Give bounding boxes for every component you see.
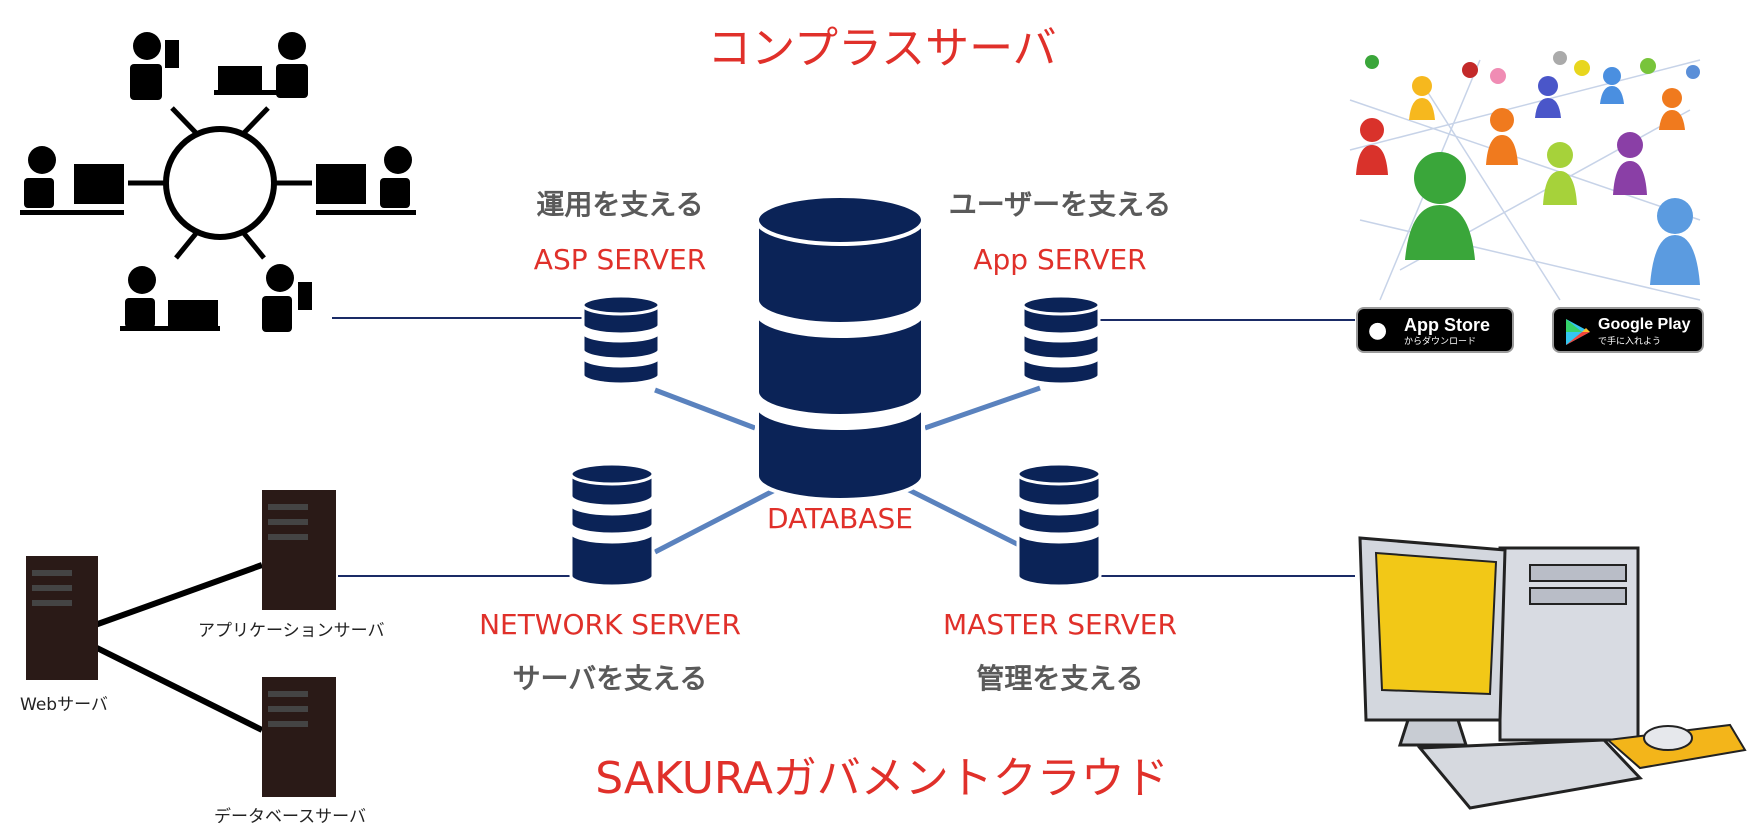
asp-server-label: ASP SERVER [533, 243, 707, 276]
users-crowd-illustration [1349, 51, 1701, 301]
apple-icon: ● [1368, 318, 1388, 343]
database-label: DATABASE [767, 502, 913, 535]
server-network-icon [26, 490, 336, 797]
network-server-icon [569, 462, 655, 588]
database-icon [755, 194, 925, 502]
master-role-label: 管理を支える [976, 662, 1144, 695]
app-db-link [924, 385, 1041, 431]
user-network-icon [20, 32, 416, 332]
title-bottom: SAKURAガバメントクラウド [595, 753, 1169, 804]
application-server-label: アプリケーションサーバ [198, 621, 385, 641]
asp-server-icon [581, 294, 661, 386]
google-play-badge[interactable]: Google Play で手に入れよう [1552, 307, 1704, 353]
app-store-title: App Store [1404, 315, 1491, 335]
title-top: コンプラスサーバ [707, 23, 1057, 74]
master-db-link [903, 485, 1027, 551]
master-server-label: MASTER SERVER [943, 608, 1177, 641]
network-db-link [653, 487, 777, 555]
google-play-icon [1566, 319, 1590, 345]
asp-db-link [654, 387, 756, 431]
app-server-label: App SERVER [973, 243, 1147, 276]
app-server-icon [1021, 294, 1101, 386]
desktop-computer-illustration [1358, 536, 1747, 810]
app-store-subtitle: からダウンロード [1404, 337, 1477, 347]
web-server-label: Webサーバ [20, 695, 108, 715]
google-play-subtitle: で手に入れよう [1598, 337, 1662, 347]
app-role-label: ユーザーを支える [948, 188, 1172, 221]
master-server-icon [1016, 462, 1102, 588]
network-server-label: NETWORK SERVER [479, 608, 741, 641]
database-server-label: データベースサーバ [214, 807, 366, 827]
network-role-label: サーバを支える [512, 662, 708, 695]
app-store-badge[interactable]: ● App Store からダウンロード [1356, 307, 1514, 353]
google-play-title: Google Play [1598, 316, 1691, 333]
asp-role-label: 運用を支える [536, 188, 704, 221]
